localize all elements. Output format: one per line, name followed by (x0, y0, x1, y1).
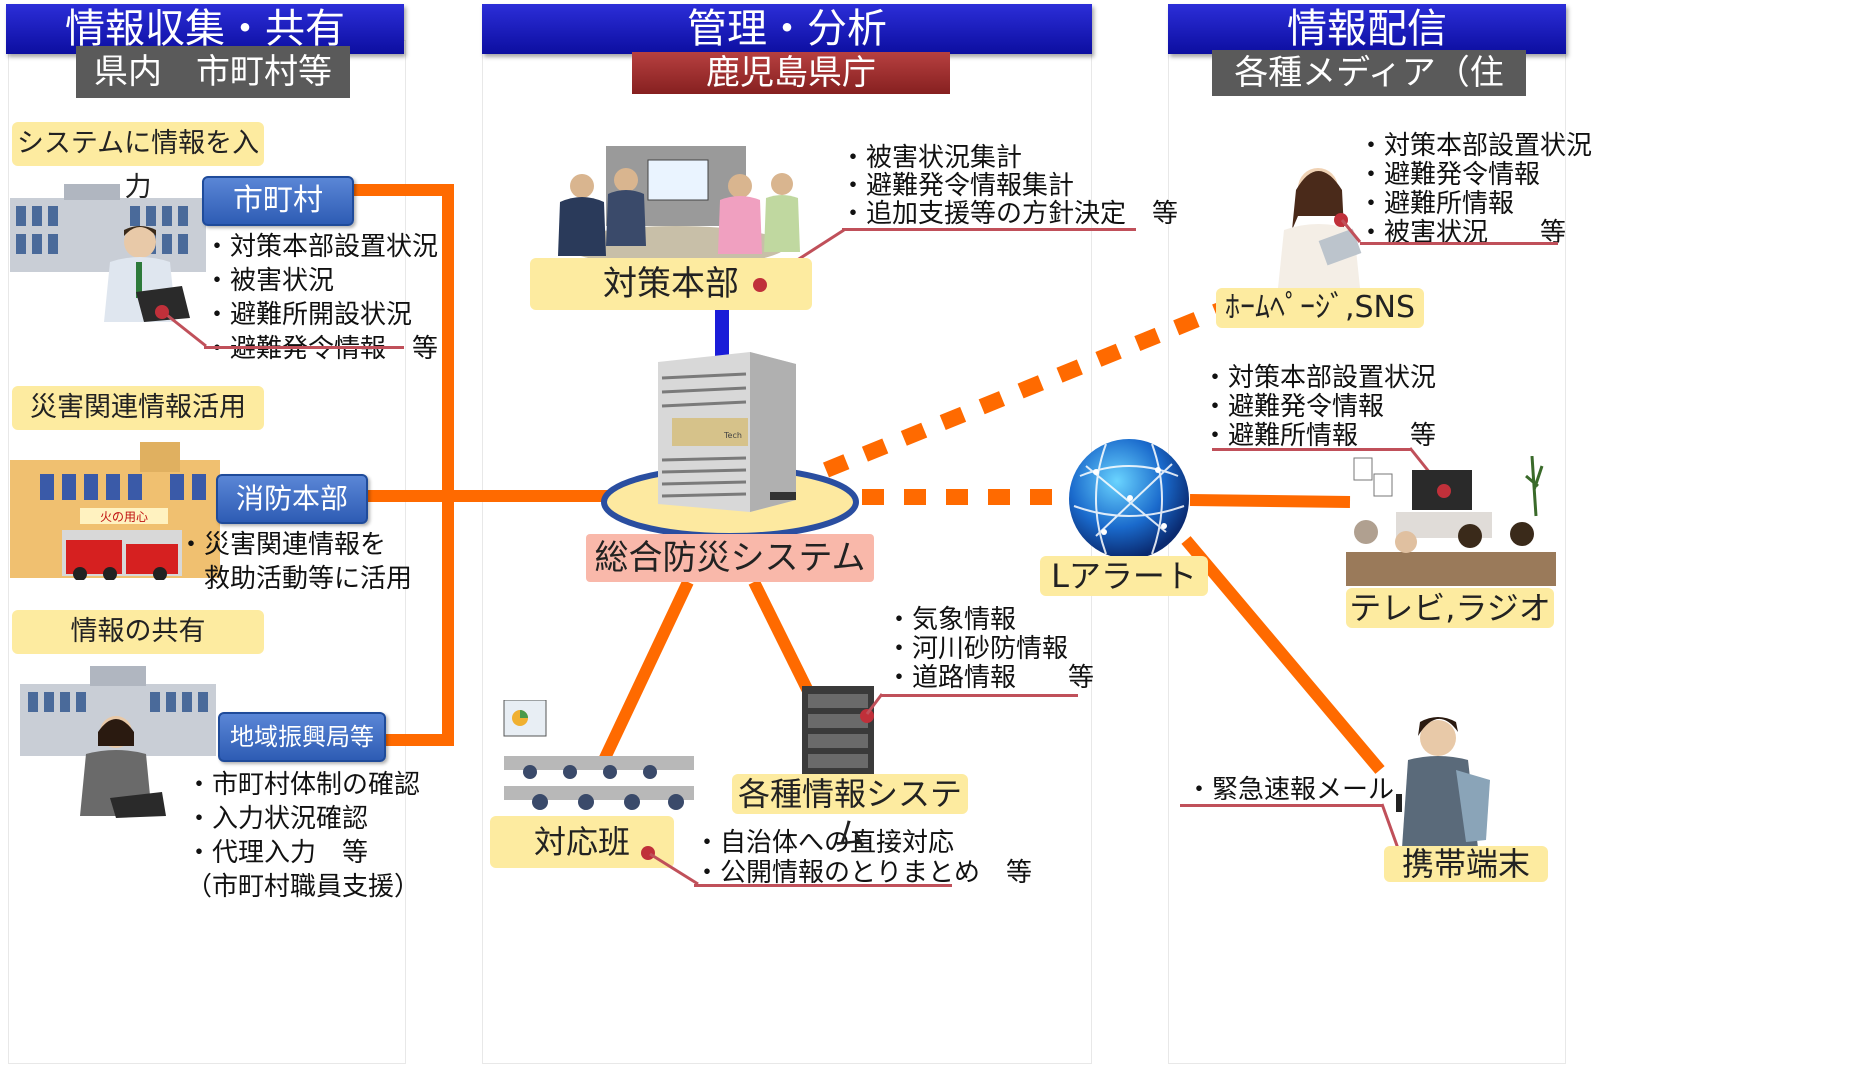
info-systems-item: ・道路情報 等 (886, 663, 1095, 693)
info-systems-item: ・気象情報 (886, 605, 1017, 635)
info-systems-box: 各種情報システム (732, 774, 968, 853)
info-systems-pointer (865, 693, 884, 715)
label-input: システムに情報を入力 (12, 122, 264, 203)
person-laptop-image (104, 226, 190, 322)
response-item: ・公開情報のとりまとめ 等 (694, 858, 1033, 888)
response-team-box: 対応班 (490, 816, 674, 868)
server-platform-image: Tech (601, 352, 859, 539)
response-item: ・自治体への直接対応 (694, 828, 955, 858)
dotted-system-web (822, 302, 1224, 478)
regional-items: ・市町村体制の確認 ・入力状況確認 ・代理入力 等 （市町村職員支援） (186, 768, 420, 904)
hq-item: ・追加支援等の方針決定 等 (840, 199, 1179, 229)
web-item: ・対策本部設置状況 (1358, 131, 1593, 161)
fire-item: ・災害関連情報を (178, 530, 387, 560)
header-collection: 情報収集・共有 (6, 4, 404, 54)
municipality-item: ・対策本部設置状況 (204, 232, 439, 262)
hq-item: ・避難発令情報集計 (840, 171, 1075, 201)
response-items: ・自治体への直接対応 ・公開情報のとりまとめ 等 (694, 828, 1032, 888)
response-underline (694, 884, 952, 887)
tv-item: ・避難所情報 等 (1202, 421, 1437, 451)
web-items: ・対策本部設置状況 ・避難発令情報 ・避難所情報 ・被害状況 等 (1358, 132, 1592, 248)
tv-radio-box: テレビ,ラジオ (1346, 588, 1554, 628)
header-distribution: 情報配信 (1168, 4, 1566, 54)
fire-item: 救助活動等に活用 (178, 564, 413, 594)
woman-tablet-image (1278, 168, 1362, 288)
regional-item: （市町村職員支援） (186, 872, 421, 902)
hq-pointer-dot (753, 278, 767, 292)
response-team-image (503, 700, 694, 810)
response-pointer (649, 852, 699, 886)
municipality-box: 市町村 (202, 176, 354, 226)
mobile-items: ・緊急速報メール (1186, 776, 1394, 804)
municipality-pointer-dot (155, 305, 169, 319)
regional-item: ・代理入力 等 (186, 838, 369, 868)
hq-underline (842, 228, 1136, 231)
web-underline (1360, 242, 1558, 245)
meeting-room-image (558, 146, 800, 266)
line-info-systems (748, 579, 816, 698)
integrated-system-box: 総合防災システム (586, 534, 874, 582)
info-systems-pointer-dot (860, 709, 874, 723)
tv-pointer-dot (1437, 484, 1451, 498)
regional-item: ・市町村体制の確認 (186, 770, 421, 800)
line-response (598, 579, 694, 763)
municipality-items: ・対策本部設置状況 ・被害状況 ・避難所開設状況 ・避難発令情報 等 (204, 230, 438, 366)
info-systems-item: ・河川砂防情報 (886, 634, 1069, 664)
tv-item: ・対策本部設置状況 (1202, 363, 1437, 393)
web-item: ・避難発令情報 (1358, 160, 1541, 190)
fire-department-box: 消防本部 (216, 474, 368, 524)
tv-underline (1212, 448, 1412, 451)
municipality-item: ・被害状況 (204, 266, 335, 296)
municipality-item: ・避難所開設状況 (204, 300, 413, 330)
municipality-item: ・避難発令情報 等 (204, 334, 439, 364)
info-systems-items: ・気象情報 ・河川砂防情報 ・道路情報 等 (886, 606, 1094, 693)
line-lalert-tv (1189, 494, 1351, 508)
web-pointer (1340, 219, 1362, 243)
regional-office-box: 地域振興局等 (218, 712, 386, 762)
label-sharing: 情報の共有 (12, 610, 264, 654)
mobile-pointer (1380, 803, 1402, 855)
mobile-underline (1180, 804, 1382, 807)
regional-item: ・入力状況確認 (186, 804, 369, 834)
subheader-prefecture: 鹿児島県庁 (632, 52, 950, 94)
municipality-underline (204, 346, 404, 349)
info-systems-underline (880, 694, 1078, 697)
woman-laptop-image (80, 716, 166, 818)
subheader-municipalities: 県内 市町村等 (76, 46, 350, 98)
l-alert-box: Lアラート (1040, 556, 1208, 596)
tv-item: ・避難発令情報 (1202, 392, 1385, 422)
fire-sign: 火の用心 (100, 510, 148, 524)
fire-items: ・災害関連情報を 救助活動等に活用 (178, 528, 412, 596)
header-management: 管理・分析 (482, 4, 1092, 54)
line-lalert-mobile (1181, 536, 1385, 774)
globe-icon (1069, 439, 1189, 559)
web-sns-box: ﾎｰﾑﾍﾟｰｼﾞ,SNS (1216, 288, 1424, 328)
hq-items: ・被害状況集計 ・避難発令情報集計 ・追加支援等の方針決定 等 (840, 144, 1178, 228)
info-systems-rack-image (802, 686, 874, 778)
label-disaster-info: 災害関連情報活用 (12, 386, 264, 430)
web-item: ・避難所情報 (1358, 189, 1515, 219)
hq-item: ・被害状況集計 (840, 143, 1023, 173)
server-brand: Tech (723, 431, 742, 440)
mobile-item: ・緊急速報メール (1186, 775, 1395, 805)
mobile-terminal-box: 携帯端末 (1384, 846, 1548, 882)
fire-station-image: 火の用心 (10, 442, 220, 580)
man-phone-image (1396, 717, 1490, 848)
family-tv-image (1346, 456, 1556, 586)
tv-items: ・対策本部設置状況 ・避難発令情報 ・避難所情報 等 (1202, 364, 1436, 451)
subheader-media: 各種メディア（住民） (1212, 50, 1526, 139)
hq-box: 対策本部 (530, 258, 812, 310)
